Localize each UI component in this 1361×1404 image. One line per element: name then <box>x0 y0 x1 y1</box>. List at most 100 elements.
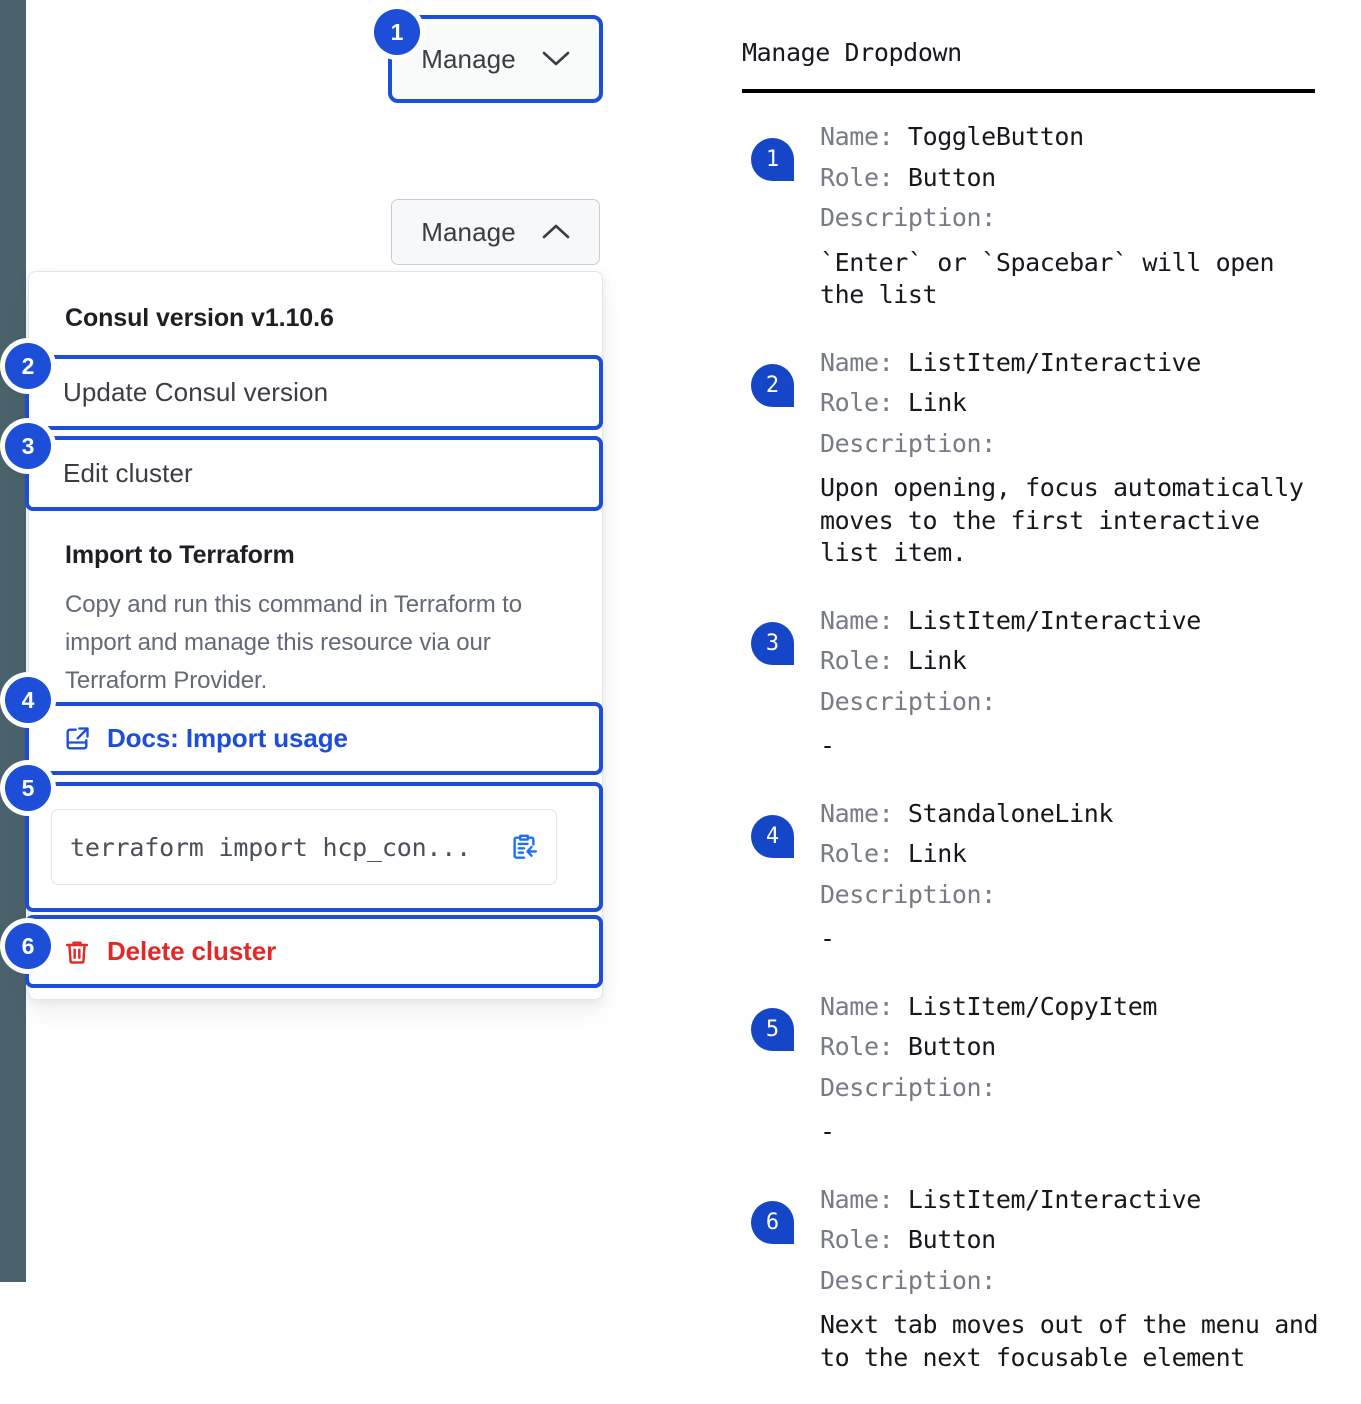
spec-role-label: Role: <box>820 1032 908 1061</box>
spec-name-value: ToggleButton <box>907 122 1084 151</box>
spec-name-value: ListItem/Interactive <box>907 1184 1201 1214</box>
manage-toggle-button-open[interactable]: Manage <box>391 199 600 265</box>
dropdown-demo-pane: Manage Manage Consul version v1.10.6 Imp… <box>0 0 700 1282</box>
spec-description-value: Upon opening, focus automatically moves … <box>820 473 1304 567</box>
spec-role-value: Button <box>907 162 996 192</box>
spec-name: Name: ListItem/Interactive <box>820 601 1201 642</box>
spec-role: Role: Button <box>820 158 1274 199</box>
spec-name-value: ListItem/Interactive <box>907 347 1201 377</box>
trash-icon <box>63 938 91 966</box>
spec-role: Role: Link <box>820 383 1304 424</box>
terraform-section-title: Import to Terraform <box>65 541 295 569</box>
spec-name: Name: ListItem/CopyItem <box>820 987 1157 1028</box>
spec-description-value: Next tab moves out of the menu and to th… <box>820 1310 1319 1372</box>
spec-badge-5: 5 <box>751 1007 794 1051</box>
spec-role-label: Role: <box>820 162 908 192</box>
spec-description-value: - <box>820 1117 835 1146</box>
dropdown-heading-consul-version: Consul version v1.10.6 <box>65 304 334 332</box>
spec-role: Role: Button <box>820 1220 1318 1261</box>
spec-name-label: Name: <box>820 991 908 1021</box>
spec-role-label: Role: <box>820 1225 908 1254</box>
dropdown-item-delete-cluster[interactable]: Delete cluster <box>25 915 603 988</box>
spec-description-label: Description: <box>820 1072 996 1102</box>
callout-badge-5: 5 <box>5 765 51 811</box>
spec-role-value: Link <box>907 388 967 417</box>
delete-cluster-label: Delete cluster <box>107 936 277 966</box>
external-link-docs-icon <box>63 725 91 753</box>
callout-badge-6: 6 <box>5 923 51 969</box>
spec-badge-4: 4 <box>751 814 794 858</box>
spec-role: Role: Link <box>820 834 1113 875</box>
spec-badge-6: 6 <box>751 1200 794 1244</box>
spec-description-value: - <box>820 924 835 953</box>
spec-name: Name: ListItem/Interactive <box>820 343 1304 384</box>
spec-role-value: Link <box>907 839 967 868</box>
dropdown-item-docs-import-usage[interactable]: Docs: Import usage <box>25 702 603 775</box>
spec-name-label: Name: <box>820 605 908 635</box>
spec-role-label: Role: <box>820 388 908 417</box>
spec-role-value: Button <box>907 1032 996 1061</box>
callout-badge-2: 2 <box>5 343 51 389</box>
manage-toggle-label-open: Manage <box>421 216 516 247</box>
spec-name: Name: ToggleButton <box>820 117 1274 158</box>
spec-role-label: Role: <box>820 839 908 868</box>
spec-name-value: ListItem/Interactive <box>907 605 1201 635</box>
spec-description-label: Description: <box>820 686 996 716</box>
dropdown-item-edit-cluster[interactable]: Edit cluster <box>25 436 603 511</box>
spec-name-value: ListItem/CopyItem <box>907 991 1157 1021</box>
docs-import-usage-label: Docs: Import usage <box>107 723 348 753</box>
update-consul-version-label: Update Consul version <box>63 377 329 407</box>
spec-name: Name: StandaloneLink <box>820 794 1113 835</box>
callout-badge-3: 3 <box>5 423 51 469</box>
import-to-terraform-section: Import to Terraform Copy and run this co… <box>29 519 602 700</box>
spec-name: Name: ListItem/Interactive <box>820 1180 1318 1221</box>
manage-toggle-button-closed[interactable]: Manage <box>388 15 603 103</box>
spec-role: Role: Button <box>820 1027 1157 1068</box>
edit-cluster-label: Edit cluster <box>63 458 193 488</box>
copy-to-clipboard-icon[interactable] <box>509 832 539 862</box>
spec-name-label: Name: <box>820 347 908 377</box>
terraform-command-field[interactable]: terraform import hcp_con... <box>51 809 557 885</box>
spec-pane-title: Manage Dropdown <box>742 38 962 67</box>
spec-description-label: Description: <box>820 203 996 232</box>
callout-badge-4: 4 <box>5 677 51 723</box>
spec-badge-2: 2 <box>751 363 794 407</box>
spec-name-label: Name: <box>820 122 908 151</box>
spec-badge-3: 3 <box>751 621 794 665</box>
chevron-up-icon <box>542 223 570 241</box>
terraform-section-description: Copy and run this command in Terraform t… <box>65 591 522 694</box>
left-sidebar-rail <box>0 0 26 1282</box>
dropdown-item-update-consul-version[interactable]: Update Consul version <box>25 355 603 430</box>
spec-pane-divider <box>742 89 1315 93</box>
spec-role: Role: Link <box>820 641 1201 682</box>
spec-name-label: Name: <box>820 1184 908 1214</box>
spec-role-value: Button <box>907 1225 996 1254</box>
spec-description-label: Description: <box>820 1265 996 1295</box>
chevron-down-icon <box>542 50 570 68</box>
manage-toggle-label-closed: Manage <box>421 43 516 74</box>
spec-description-value: `Enter` or `Spacebar` will open the list <box>820 247 1275 310</box>
spec-role-value: Link <box>907 646 967 675</box>
spec-description-value: - <box>820 731 835 760</box>
spec-name-label: Name: <box>820 798 908 828</box>
dropdown-item-copy-terraform-command[interactable]: terraform import hcp_con... <box>25 782 603 912</box>
spec-description-label: Description: <box>820 428 996 458</box>
terraform-command-text: terraform import hcp_con... <box>70 832 471 862</box>
spec-name-value: StandaloneLink <box>907 798 1114 828</box>
spec-description-label: Description: <box>820 879 996 909</box>
spec-role-label: Role: <box>820 646 908 675</box>
spec-badge-1: 1 <box>751 138 794 181</box>
